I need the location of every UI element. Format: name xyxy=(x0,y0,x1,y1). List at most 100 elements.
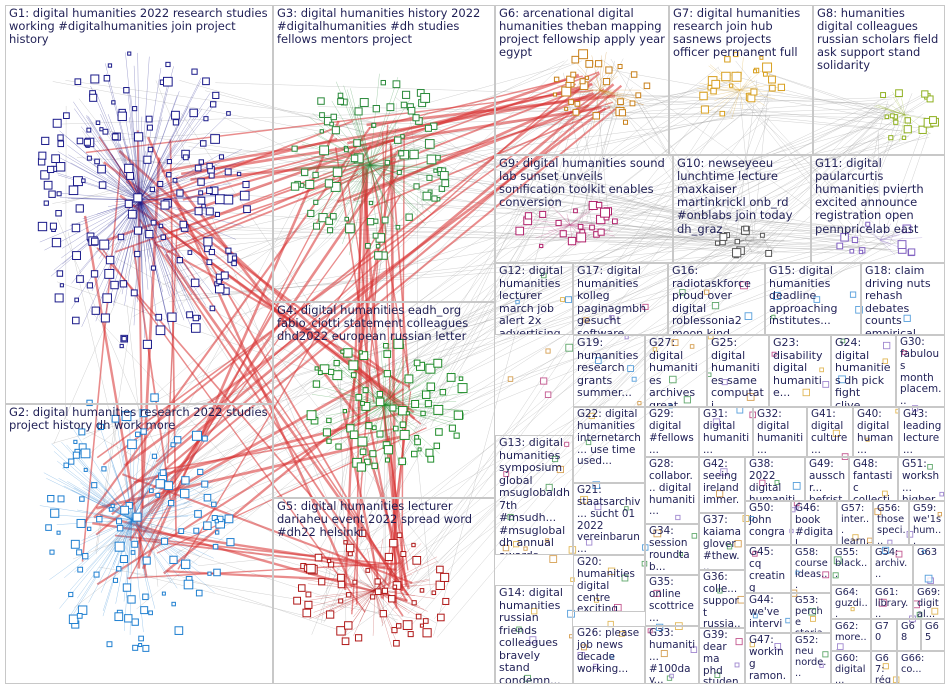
group-label-g57: G57: inter... learn... xyxy=(841,503,870,545)
group-label-g26: G26: please job news decade working... xyxy=(577,628,642,675)
group-box-g29: G29: digital #fellows... opening... xyxy=(645,407,699,457)
group-box-g2: G2: digital humanities research 2022 stu… xyxy=(5,404,273,684)
group-label-g70: G70 xyxy=(875,621,894,643)
group-box-g58: G58: course ideas... xyxy=(791,545,831,593)
group-box-g4: G4: digital humanities eadh_org fabio_ci… xyxy=(273,302,495,498)
group-box-g39: G39: dear ma phd studen... xyxy=(699,628,745,684)
group-box-g46: G46: book #digital... xyxy=(791,501,837,545)
group-box-g27: G27: digital humanities archives great..… xyxy=(645,335,707,407)
group-label-g63: G63 xyxy=(917,547,942,558)
group-label-g1: G1: digital humanities 2022 research stu… xyxy=(9,7,270,46)
group-label-g44: G44: we've intervie... xyxy=(749,595,788,633)
group-box-g48: G48: fantastic collecti... xyxy=(849,457,898,501)
node-minor xyxy=(545,392,551,398)
group-label-g60: G60: digital... xyxy=(835,653,868,684)
group-box-g67: G67: rég... xyxy=(871,651,897,684)
group-label-g17: G17: digital humanities kolleg paginagmb… xyxy=(577,265,665,335)
group-label-g55: G55: black... xyxy=(835,547,868,580)
group-box-g18: G18: claim driving nuts rehash debates c… xyxy=(861,263,945,335)
group-box-g14: G14: digital humanities russian friends … xyxy=(495,585,573,684)
group-box-g26: G26: please job news decade working... xyxy=(573,626,645,684)
group-label-g10: G10: newseyeeu lunchtime lecture maxkais… xyxy=(677,157,808,236)
node-minor xyxy=(541,378,547,384)
group-box-g33: G33: humaniti... #100day... xyxy=(645,626,699,684)
group-box-g38: G38: 2022 digital humaniti... xyxy=(745,457,805,501)
group-label-g22: G22: digital humanities internetarch... … xyxy=(577,409,642,468)
group-box-g12: G12: digital humanities lecturer march j… xyxy=(495,263,573,335)
group-box-g7: G7: digital humanities research join hub… xyxy=(669,5,813,155)
group-label-g65: G65 xyxy=(925,621,942,643)
group-label-g35: G35: online scottrice... xyxy=(649,577,696,624)
node-minor xyxy=(546,349,550,353)
group-box-g5: G5: digital humanities lecturer dariaheu… xyxy=(273,498,495,684)
group-box-g31: G31: digital humaniti... xyxy=(699,407,753,457)
group-label-g14: G14: digital humanities russian friends … xyxy=(499,587,570,684)
group-label-g19: G19: humanities research grants summer..… xyxy=(577,337,642,400)
group-label-g45: G45: cq creating editing... xyxy=(749,547,788,593)
group-label-g47: G47: working ramon... xyxy=(749,635,788,684)
group-label-g28: G28: collabor... digital humaniti... xyxy=(649,459,696,518)
group-box-g34: G34: session roundtab... xyxy=(645,524,699,575)
group-label-g54: G54: archiv... xyxy=(875,547,910,580)
group-box-g52: G52: neu norde... xyxy=(791,633,831,684)
group-box-g11: G11: digital paularcurtis humanities pvi… xyxy=(811,155,945,263)
group-box-g19: G19: humanities research grants summer..… xyxy=(573,335,645,407)
group-label-g2: G2: digital humanities research 2022 stu… xyxy=(9,406,270,432)
node-minor xyxy=(508,377,513,382)
group-label-g6: G6: arcenational digital humanities theb… xyxy=(499,7,666,59)
group-box-g53: G53: perche storia... xyxy=(791,593,831,633)
group-box-g16: G16: radiotaskforce proud over digital r… xyxy=(668,263,765,335)
group-box-g36: G36: colle... support russia... xyxy=(699,570,745,628)
group-box-g13: G13: digital humanities symposium global… xyxy=(495,435,573,555)
group-label-g67: G67: rég... xyxy=(875,653,894,684)
group-box-g37: G37: kaiama glover #thew... xyxy=(699,513,745,570)
group-box-g23: G23: disability digital humanitie... xyxy=(769,335,831,407)
group-box-g30: G30: fabulous month placem... xyxy=(896,335,945,407)
group-label-g33: G33: humaniti... #100day... xyxy=(649,628,696,684)
group-box-g32: G32: digital humaniti... xyxy=(753,407,807,457)
group-box-g24: G24: digital humanities dh pick fight cl… xyxy=(831,335,896,407)
group-label-g11: G11: digital paularcurtis humanities pvi… xyxy=(815,157,942,236)
group-label-g16: G16: radiotaskforce proud over digital r… xyxy=(672,265,762,335)
group-label-g25: G25: digital humanities same computati..… xyxy=(711,337,766,407)
group-label-g9: G9: digital humanities sound lab sunset … xyxy=(499,157,670,209)
group-box-g8: G8: humanities digital colleagues russia… xyxy=(813,5,945,155)
group-label-g41: G41: digital culture... xyxy=(811,409,850,456)
group-label-g66: G66: co... xyxy=(901,653,942,675)
group-label-g69: G69: digital... xyxy=(917,587,942,619)
group-label-g24: G24: digital humanities dh pick fight cl… xyxy=(835,337,893,407)
group-label-g38: G38: 2022 digital humaniti... xyxy=(749,459,802,501)
group-box-g28: G28: collabor... digital humaniti... xyxy=(645,457,699,524)
group-label-g37: G37: kaiama glover #thew... xyxy=(703,515,742,570)
group-label-g68: G68 xyxy=(901,621,918,643)
group-box-g43: G43: leading lecture... xyxy=(899,407,945,457)
group-label-g21: G21: staatsarchiv... sucht 01 2022 verei… xyxy=(577,485,642,555)
group-label-g32: G32: digital humaniti... xyxy=(757,409,804,456)
group-label-g61: G61: library... xyxy=(875,587,910,619)
group-box-g70: G70 xyxy=(871,619,897,651)
group-label-g64: G64: guzdi... xyxy=(835,587,868,619)
group-box-g9: G9: digital humanities sound lab sunset … xyxy=(495,155,673,263)
group-box-g50: G50: john congra... xyxy=(745,501,791,545)
group-box-g69: G69: digital... xyxy=(913,585,945,619)
group-box-g1: G1: digital humanities 2022 research stu… xyxy=(5,5,273,404)
group-label-g3: G3: digital humanities history 2022 #dig… xyxy=(277,7,492,46)
group-label-g36: G36: colle... support russia... xyxy=(703,572,742,628)
group-box-g40: G40: digital human... xyxy=(853,407,899,457)
group-label-g42: G42: seeing ireland immer... xyxy=(703,459,742,513)
group-label-g56: G56: those speci... xyxy=(877,503,906,545)
group-label-g13: G13: digital humanities symposium global… xyxy=(499,437,570,555)
group-label-g12: G12: digital humanities lecturer march j… xyxy=(499,265,570,335)
group-label-g40: G40: digital human... xyxy=(857,409,896,456)
group-box-g61: G61: library... xyxy=(871,585,913,619)
group-box-g63: G63 xyxy=(913,545,945,585)
group-label-g51: G51: worksh... higher... xyxy=(902,459,942,501)
group-box-g25: G25: digital humanities same computati..… xyxy=(707,335,769,407)
group-box-g3: G3: digital humanities history 2022 #dig… xyxy=(273,5,495,302)
group-label-g23: G23: disability digital humanitie... xyxy=(773,337,828,400)
group-box-g56: G56: those speci... xyxy=(873,501,909,545)
group-label-g50: G50: john congra... xyxy=(749,503,788,545)
group-label-g53: G53: perche storia... xyxy=(795,595,828,633)
group-label-g15: G15: digital humanities deadline approac… xyxy=(769,265,858,328)
